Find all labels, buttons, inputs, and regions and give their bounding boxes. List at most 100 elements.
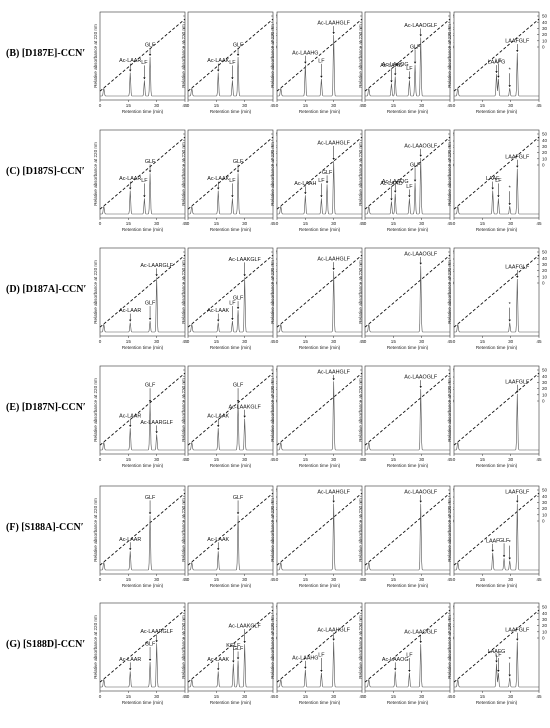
plot-frame: [453, 247, 540, 337]
gradient-line: [276, 609, 363, 683]
x-tick-label: 30: [242, 221, 248, 226]
y-axis-label: Relative absorbance at 220 nm: [270, 142, 275, 206]
y-axis-label: Relative absorbance at 220 nm: [447, 142, 452, 206]
plot-frame: [276, 11, 363, 101]
peak-arrowhead: [231, 77, 234, 80]
peak-label: Ac-LAAR: [119, 308, 141, 314]
x-tick-label: 30: [331, 103, 337, 108]
x-tick-label: 30: [242, 103, 248, 108]
peak-arrowhead: [332, 378, 335, 381]
x-tick-label: 30: [154, 339, 160, 344]
x-tick-label: 15: [126, 457, 132, 462]
peak-arrowhead: [508, 319, 511, 322]
peak-arrowhead: [390, 80, 393, 83]
x-axis-label: Retention time (min): [210, 227, 252, 232]
x-tick-label: 15: [214, 339, 220, 344]
x-tick-label: 30: [508, 577, 514, 582]
y-axis-label: Relative absorbance at 220 nm: [447, 24, 452, 88]
right-tick-label: 20: [542, 32, 548, 37]
right-tick-label: 0: [542, 281, 545, 286]
y-axis-label: Relative absorbance at 220 nm: [93, 24, 98, 88]
plot-frame: [187, 11, 274, 101]
peak-label: LF: [229, 60, 236, 66]
peak-arrowhead: [516, 638, 519, 641]
peak-arrowhead: [495, 660, 498, 663]
peak-arrowhead: [502, 555, 506, 558]
peak-label: Ac-LAAR: [119, 657, 141, 663]
x-tick-label: 0: [276, 457, 279, 462]
peak-arrowhead: [148, 54, 152, 56]
peak-arrowhead: [394, 73, 397, 76]
peak-arrowhead: [320, 669, 323, 672]
peak-arrowhead: [320, 75, 323, 78]
x-tick-label: 15: [126, 339, 132, 344]
x-tick-label: 0: [187, 103, 190, 108]
right-tick-label: 40: [542, 374, 548, 379]
x-tick-label: 45: [182, 339, 188, 344]
right-tick-label: 10: [542, 156, 548, 161]
right-tick-label: 50: [542, 250, 548, 255]
peak-label: Ac-LAAOGLF: [404, 23, 438, 29]
peak-arrowhead: [419, 262, 422, 265]
peak-arrowhead: [148, 659, 152, 662]
gradient-line: [364, 492, 451, 566]
peak-label: Ac-LAAKGLF: [228, 404, 261, 410]
chromatogram-trace: [277, 271, 362, 333]
peak-label: LF: [495, 652, 502, 658]
x-tick-label: 0: [276, 103, 279, 108]
gradient-line: [187, 136, 274, 210]
x-tick-label: 15: [480, 339, 486, 344]
peak-label: LAAFGLF: [505, 490, 530, 496]
y-axis-label: Relative absorbance at 220 nm: [93, 142, 98, 206]
peak-arrowhead: [217, 668, 220, 671]
peak-label: Ac-LAAHGLF: [317, 21, 350, 27]
x-tick-label: 0: [99, 577, 102, 582]
peak-arrowhead: [148, 400, 152, 403]
peak-arrowhead: [236, 657, 240, 660]
chromatogram-trace: [365, 157, 450, 215]
gradient-line: [99, 18, 186, 92]
x-tick-label: 45: [536, 103, 542, 108]
peak-arrowhead: [143, 77, 146, 80]
peak-arrowhead: [332, 32, 335, 35]
right-tick-label: 10: [542, 512, 548, 517]
x-tick-label: 0: [99, 457, 102, 462]
x-tick-label: 45: [270, 694, 276, 699]
peak-label: *: [509, 68, 512, 74]
peak-arrowhead: [217, 425, 220, 428]
right-tick-label: 30: [542, 617, 548, 622]
gradient-line: [187, 254, 274, 328]
x-axis-label: Retention time (min): [387, 583, 429, 588]
plot-frame: [99, 11, 186, 101]
chromatogram-trace: [365, 37, 450, 97]
plot-frame: [453, 11, 540, 101]
peak-arrowhead: [332, 500, 335, 503]
peak-label: Ac-LAAOGLF: [404, 375, 438, 381]
plot-frame: [276, 365, 363, 455]
right-tick-label: 10: [542, 392, 548, 397]
peak-arrowhead: [508, 674, 511, 677]
y-axis-label: Relative absorbance at 220 nm: [270, 615, 275, 679]
peak-arrowhead: [155, 431, 158, 434]
plot-frame: [99, 365, 186, 455]
peak-label: Ac-LAAK: [207, 308, 229, 314]
x-tick-label: 45: [182, 103, 188, 108]
plot-frame: [364, 11, 451, 101]
x-tick-label: 15: [303, 577, 309, 582]
peak-label: GLF: [145, 642, 156, 648]
peak-label: LF: [229, 301, 236, 307]
plot-frame: [276, 485, 363, 575]
right-tick-label: 20: [542, 623, 548, 628]
peak-arrowhead: [508, 203, 511, 206]
y-axis-label: Relative absorbance at 220 nm: [447, 615, 452, 679]
x-tick-label: 15: [214, 577, 220, 582]
peak-arrowhead: [516, 500, 519, 503]
x-tick-label: 30: [331, 577, 337, 582]
peak-label: GLF: [233, 646, 244, 652]
x-axis-label: Retention time (min): [122, 227, 164, 232]
